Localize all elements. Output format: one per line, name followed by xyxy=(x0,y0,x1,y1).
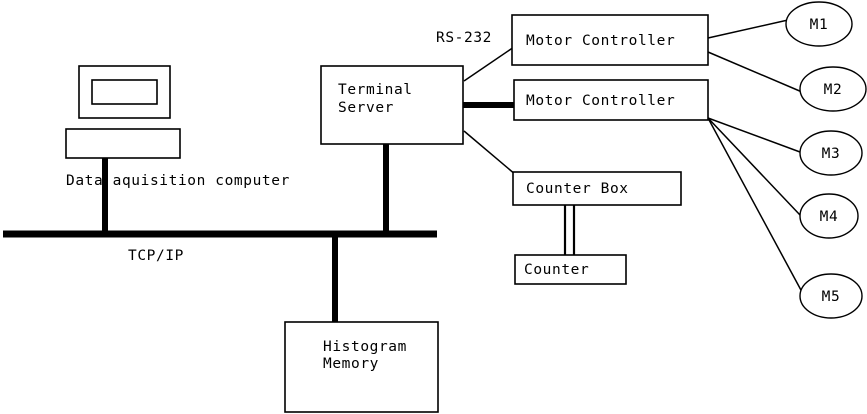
serial-link-counter-box xyxy=(463,130,517,176)
tcpip-bus-label: TCP/IP xyxy=(128,248,184,264)
terminal-server-label-line1: Terminal xyxy=(338,82,413,98)
motor-m4-label: M4 xyxy=(820,209,839,225)
motor-m2-label: M2 xyxy=(824,82,843,98)
motor-controller-2-box xyxy=(513,79,709,121)
counter-box-rect xyxy=(512,171,682,206)
motor-link-m2 xyxy=(707,51,803,93)
counter-node[interactable]: Counter xyxy=(514,254,627,285)
counter-box-node[interactable]: Counter Box xyxy=(512,171,682,206)
histogram-memory-label-line2: Memory xyxy=(323,356,379,372)
motor-node-m3[interactable]: M3 xyxy=(799,130,863,176)
data-acquisition-computer[interactable] xyxy=(65,65,181,234)
motor-m3-ellipse xyxy=(799,130,863,176)
motor-controller-1-box xyxy=(511,14,709,66)
monitor-screen-icon xyxy=(91,79,158,105)
motor-m1-ellipse xyxy=(785,1,853,47)
motor-m3-label: M3 xyxy=(822,146,841,162)
counter-rect xyxy=(514,254,627,285)
terminal-server-box xyxy=(320,65,464,145)
terminal-server-node[interactable]: Terminal Server xyxy=(320,65,464,145)
rs232-link-motor-controller-1 xyxy=(463,46,515,82)
motor-controller-2-node[interactable]: Motor Controller xyxy=(513,79,709,121)
motor-m4-ellipse xyxy=(799,193,859,239)
counter-label: Counter xyxy=(524,262,589,278)
histogram-memory-node[interactable]: Histogram Memory xyxy=(284,321,439,413)
histogram-memory-label-line1: Histogram xyxy=(323,339,407,355)
motor-controller-1-node[interactable]: Motor Controller xyxy=(511,14,709,66)
motor-m5-label: M5 xyxy=(822,289,841,305)
motor-node-m4[interactable]: M4 xyxy=(799,193,859,239)
motor-link-m4 xyxy=(707,117,801,216)
data-acquisition-computer-label: Data aquisition computer xyxy=(66,173,290,189)
motor-node-m1[interactable]: M1 xyxy=(785,1,853,47)
motor-link-m3 xyxy=(707,117,801,153)
motor-link-m1 xyxy=(707,19,789,39)
motor-link-m5 xyxy=(707,117,803,293)
motor-node-m5[interactable]: M5 xyxy=(799,273,863,319)
rs232-label: RS-232 xyxy=(436,30,492,46)
motor-m2-ellipse xyxy=(799,66,867,112)
motor-controller-2-label: Motor Controller xyxy=(526,93,675,109)
motor-node-m2[interactable]: M2 xyxy=(799,66,867,112)
motor-controller-1-label: Motor Controller xyxy=(526,33,675,49)
terminal-server-label-line2: Server xyxy=(338,100,394,116)
histogram-memory-box xyxy=(284,321,439,413)
computer-chassis-icon xyxy=(65,128,181,159)
motor-m1-label: M1 xyxy=(810,17,829,33)
motor-m5-ellipse xyxy=(799,273,863,319)
counter-box-label: Counter Box xyxy=(526,181,629,197)
